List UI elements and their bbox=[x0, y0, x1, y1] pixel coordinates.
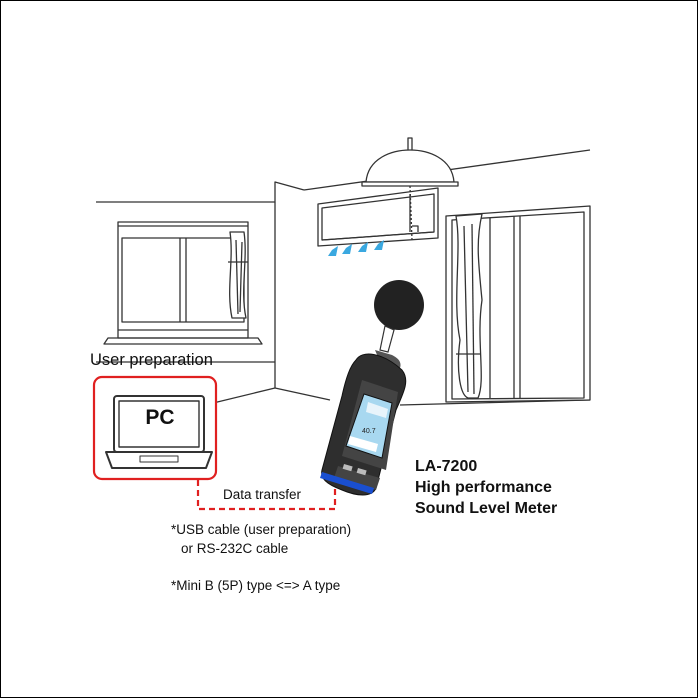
user-preparation-label: User preparation bbox=[90, 351, 213, 369]
cable-note: *USB cable (user preparation) or RS-232C… bbox=[171, 520, 351, 558]
meter-screen-value: 40.7 bbox=[362, 428, 376, 435]
airflow-arrows bbox=[328, 240, 384, 256]
data-transfer-label: Data transfer bbox=[223, 487, 302, 502]
data-transfer-cable bbox=[196, 480, 337, 511]
product-name: LA-7200 High performance Sound Level Met… bbox=[415, 456, 557, 519]
left-curtain bbox=[228, 231, 248, 319]
left-window bbox=[103, 221, 263, 345]
air-conditioner bbox=[317, 187, 439, 247]
cable-note-line2: or RS-232C cable bbox=[181, 541, 289, 556]
right-window bbox=[445, 205, 591, 403]
connector-note: *Mini B (5P) type <=> A type bbox=[171, 578, 341, 593]
cable-note-line1: *USB cable (user preparation) bbox=[171, 522, 352, 537]
product-model: LA-7200 bbox=[415, 458, 478, 475]
ceiling-lamp bbox=[361, 137, 459, 241]
product-line2: High performance bbox=[415, 479, 552, 496]
product-line3: Sound Level Meter bbox=[415, 500, 558, 517]
pc-label: PC bbox=[145, 406, 175, 429]
right-curtain bbox=[455, 213, 483, 399]
laptop-icon bbox=[105, 395, 213, 469]
sound-level-meter bbox=[320, 280, 424, 496]
